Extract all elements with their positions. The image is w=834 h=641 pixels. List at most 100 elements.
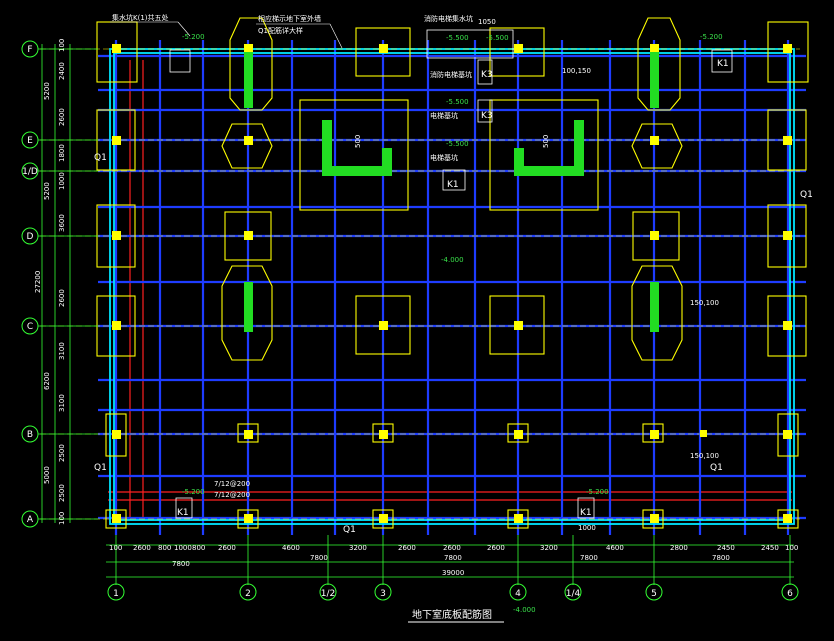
axis-label: 2 bbox=[245, 589, 251, 599]
level-mark: -5.500 bbox=[446, 34, 469, 42]
rebar-note: 7/12@200 bbox=[214, 480, 250, 488]
level-mark: -5.200 bbox=[182, 488, 205, 496]
dim-top: 3200 bbox=[349, 544, 367, 552]
axis-label: 1/D bbox=[22, 167, 38, 177]
dim-500: 500 bbox=[354, 135, 362, 148]
rebar-note: 150,100 bbox=[690, 299, 719, 307]
red-rebar-lines bbox=[108, 60, 792, 520]
note-wall: 相应梯示地下室外墙 bbox=[258, 14, 321, 23]
dim-top: 1000 bbox=[174, 544, 192, 552]
rebar-note: 7/12@200 bbox=[214, 491, 250, 499]
dim-top: 100 bbox=[109, 544, 122, 552]
axis-label: B bbox=[27, 430, 33, 440]
dim-top: 2600 bbox=[398, 544, 416, 552]
rebar-note: 100,150 bbox=[562, 67, 591, 75]
dim-top-2: 7800 bbox=[172, 560, 190, 568]
label-q1: Q1 bbox=[94, 153, 107, 163]
axis-bubble bbox=[509, 583, 527, 601]
dim-top: 800 bbox=[192, 544, 205, 552]
axis-label: 3 bbox=[380, 589, 386, 599]
axis-bubble bbox=[21, 162, 39, 180]
dimension-lines bbox=[38, 44, 794, 585]
dim-left: 6200 bbox=[43, 372, 51, 390]
label-k1: K1 bbox=[177, 508, 189, 518]
dim-left-1: 3600 bbox=[58, 214, 66, 232]
shear-walls-green bbox=[244, 52, 659, 332]
dim-top: 3200 bbox=[540, 544, 558, 552]
axis-bubble bbox=[21, 317, 39, 335]
dim-left: 5200 bbox=[43, 82, 51, 100]
axis-bubble bbox=[564, 583, 582, 601]
dim-top-2: 7800 bbox=[580, 554, 598, 562]
axis-bubble bbox=[21, 40, 39, 58]
axis-bubble bbox=[645, 583, 663, 601]
dimension-text: 100 2600 800 1000 800 2600 4600 3200 260… bbox=[34, 39, 798, 577]
note-fire-pit: 消防电梯集水坑 bbox=[424, 14, 473, 23]
note-sump: 集水坑K(1)共五处 bbox=[112, 13, 169, 22]
axis-label: 6 bbox=[787, 589, 793, 599]
axis-label: E bbox=[27, 136, 33, 146]
dim-top: 2600 bbox=[487, 544, 505, 552]
level-mark: -5.200 bbox=[700, 33, 723, 41]
axis-bubble bbox=[107, 583, 125, 601]
axis-label: 4 bbox=[515, 589, 521, 599]
axis-bubble bbox=[21, 510, 39, 528]
axis-label: F bbox=[27, 45, 32, 55]
dim-top: 800 bbox=[158, 544, 171, 552]
dim-top-2: 7800 bbox=[444, 554, 462, 562]
level-mark: -5.500 bbox=[486, 34, 509, 42]
dim-top: 4600 bbox=[606, 544, 624, 552]
axis-label: A bbox=[27, 515, 34, 525]
axis-bubble bbox=[21, 227, 39, 245]
dim-left-1: 3100 bbox=[58, 394, 66, 412]
axis-label: C bbox=[27, 322, 33, 332]
level-mark: -5.200 bbox=[586, 488, 609, 496]
dim-top: 2450 bbox=[761, 544, 779, 552]
axis-label: 5 bbox=[651, 589, 657, 599]
drawing-title: 地下室底板配筋图 bbox=[412, 608, 492, 621]
dim-1000: 1000 bbox=[578, 524, 596, 532]
dim-left-1: 2600 bbox=[58, 289, 66, 307]
rebar-note: 150,100 bbox=[690, 452, 719, 460]
level-mark: -5.200 bbox=[182, 33, 205, 41]
label-k1: K1 bbox=[447, 180, 459, 190]
dim-top: 2600 bbox=[218, 544, 236, 552]
level-mark: -5.500 bbox=[446, 98, 469, 106]
dim-left-1: 2600 bbox=[58, 108, 66, 126]
dim-top: 2600 bbox=[443, 544, 461, 552]
annotations: 集水坑K(1)共五处 相应梯示地下室外墙 Q1配筋详大样 消防电梯集水坑 105… bbox=[94, 13, 813, 535]
axis-bubble bbox=[239, 583, 257, 601]
label-q1: Q1 bbox=[800, 190, 813, 200]
dim-top-2: 7800 bbox=[310, 554, 328, 562]
axis-label: D bbox=[27, 232, 34, 242]
lift-pit-boxes bbox=[169, 29, 733, 519]
axis-bubble bbox=[781, 583, 799, 601]
note-wall-q1: Q1配筋详大样 bbox=[258, 26, 303, 35]
dim-left-1: 3100 bbox=[58, 342, 66, 360]
level-mark: -4.000 bbox=[441, 256, 464, 264]
dim-left-1: 100 bbox=[58, 512, 66, 525]
label-q1: Q1 bbox=[94, 463, 107, 473]
level-mark: -5.500 bbox=[446, 140, 469, 148]
dim-top: 2600 bbox=[133, 544, 151, 552]
axis-bubble bbox=[21, 425, 39, 443]
dim-top: 100 bbox=[785, 544, 798, 552]
note-fire-lift3: 电梯基坑 bbox=[430, 153, 458, 162]
dim-left-1: 2400 bbox=[58, 62, 66, 80]
dim-left: 5000 bbox=[43, 466, 51, 484]
drawing-level: -4.000 bbox=[513, 606, 536, 614]
dim-left-1: 1800 bbox=[58, 144, 66, 162]
drawing-title-block: 地下室底板配筋图 -4.000 bbox=[408, 606, 536, 623]
label-k1: K1 bbox=[580, 508, 592, 518]
dim-left: 5200 bbox=[43, 182, 51, 200]
dim-total-y: 27200 bbox=[34, 271, 42, 293]
axis-bubble bbox=[374, 583, 392, 601]
dim-top: 2450 bbox=[717, 544, 735, 552]
label-q1: Q1 bbox=[710, 463, 723, 473]
note-fire-lift2: 电梯基坑 bbox=[430, 111, 458, 120]
dim-1050: 1050 bbox=[478, 18, 496, 26]
dim-left-1: 1000 bbox=[58, 172, 66, 190]
